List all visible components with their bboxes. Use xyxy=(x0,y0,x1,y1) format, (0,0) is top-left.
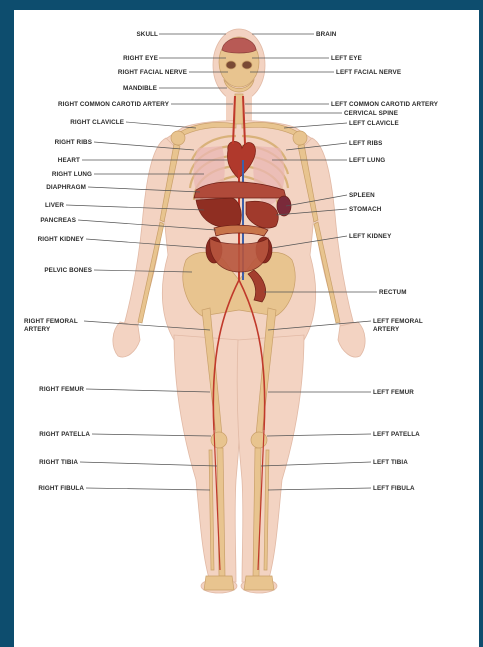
spleen-shape xyxy=(277,196,291,216)
label-spleen: SPLEEN xyxy=(349,192,375,199)
label-right-lung: RIGHT LUNG xyxy=(52,171,92,178)
left-foot-bones xyxy=(244,576,274,590)
label-left-ribs: LEFT RIBS xyxy=(349,140,382,147)
label-left-femur: LEFT FEMUR xyxy=(373,389,414,396)
label-right-eye: RIGHT EYE xyxy=(123,55,158,62)
label-right-patella: RIGHT PATELLA xyxy=(39,431,90,438)
label-right-common-carotid-artery: RIGHT COMMON CAROTID ARTERY xyxy=(58,101,170,108)
label-left-fibula: LEFT FIBULA xyxy=(373,485,415,492)
label-left-eye: LEFT EYE xyxy=(331,55,362,62)
label-left-clavicle: LEFT CLAVICLE xyxy=(349,120,399,127)
label-right-femur: RIGHT FEMUR xyxy=(39,386,84,393)
label-pelvic-bones: PELVIC BONES xyxy=(44,267,92,274)
label-right-fibula: RIGHT FIBULA xyxy=(38,485,84,492)
label-left-tibia: LEFT TIBIA xyxy=(373,459,408,466)
label-left-common-carotid-artery: LEFT COMMON CAROTID ARTERY xyxy=(331,101,439,108)
right-foot-bones xyxy=(204,576,234,590)
label-brain: BRAIN xyxy=(316,31,337,38)
right-eye-socket xyxy=(226,61,236,69)
label-right-femoral-artery-line1: RIGHT FEMORAL xyxy=(24,318,78,325)
label-right-facial-nerve: RIGHT FACIAL NERVE xyxy=(118,69,187,76)
label-skull: SKULL xyxy=(137,31,159,38)
diagram-sheet: SKULL BRAIN RIGHT EYE LEFT EYE RIGHT FAC… xyxy=(14,10,479,647)
left-eye-socket xyxy=(242,61,252,69)
label-mandible: MANDIBLE xyxy=(123,85,157,92)
anatomy-diagram: SKULL BRAIN RIGHT EYE LEFT EYE RIGHT FAC… xyxy=(14,10,479,647)
right-shoulder xyxy=(171,131,185,145)
label-liver: LIVER xyxy=(45,202,64,209)
label-right-tibia: RIGHT TIBIA xyxy=(39,459,78,466)
label-pancreas: PANCREAS xyxy=(40,217,76,224)
left-patella-shape xyxy=(251,432,267,448)
label-stomach: STOMACH xyxy=(349,206,382,213)
label-right-femoral-artery-line2: ARTERY xyxy=(24,326,51,333)
label-left-femoral-artery-line1: LEFT FEMORAL xyxy=(373,318,423,325)
right-patella-shape xyxy=(211,432,227,448)
label-left-facial-nerve: LEFT FACIAL NERVE xyxy=(336,69,401,76)
label-diaphragm: DIAPHRAGM xyxy=(46,184,86,191)
label-right-ribs: RIGHT RIBS xyxy=(55,139,92,146)
label-right-clavicle: RIGHT CLAVICLE xyxy=(70,119,124,126)
cervical-spine-shape xyxy=(235,94,243,124)
label-right-kidney: RIGHT KIDNEY xyxy=(38,236,85,243)
label-left-lung: LEFT LUNG xyxy=(349,157,385,164)
label-cervical-spine: CERVICAL SPINE xyxy=(344,110,398,117)
label-rectum: RECTUM xyxy=(379,289,407,296)
left-shoulder xyxy=(293,131,307,145)
label-left-femoral-artery-line2: ARTERY xyxy=(373,326,400,333)
label-left-kidney: LEFT KIDNEY xyxy=(349,233,392,240)
label-heart: HEART xyxy=(58,157,80,164)
label-left-patella: LEFT PATELLA xyxy=(373,431,420,438)
